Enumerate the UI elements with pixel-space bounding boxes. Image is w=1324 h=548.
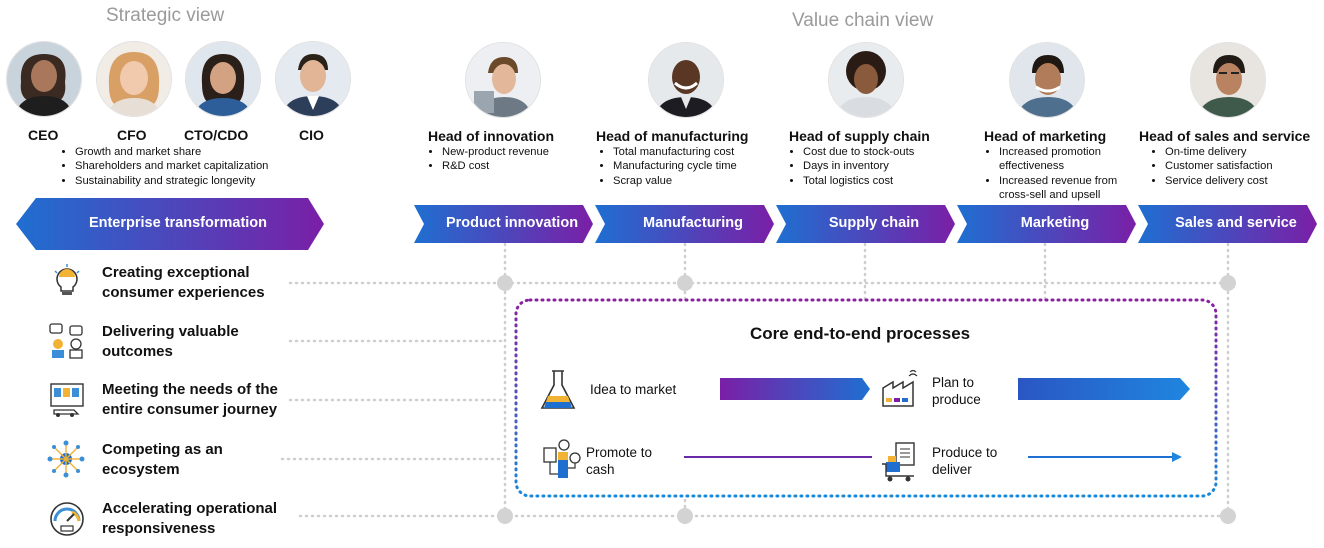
- chevron-label-manufacturing: Manufacturing: [643, 215, 743, 231]
- chevron-label-sales-and-service: Sales and service: [1175, 215, 1297, 231]
- bullet: New-product revenue: [442, 145, 592, 159]
- arrowhead-produce-to-deliver: [1172, 452, 1182, 462]
- core-processes-box: [514, 298, 1218, 498]
- avatar-cto-cdo: [185, 41, 261, 117]
- avatar-ceo: [6, 41, 82, 117]
- marketing-bullets: Increased promotion effectiveness Increa…: [983, 145, 1147, 202]
- innovation-bullets: New-product revenue R&D cost: [426, 145, 592, 174]
- bullet: Growth and market share: [75, 145, 289, 159]
- enterprise-transformation-label: Enterprise transformation: [88, 215, 268, 231]
- avatar-head-of-sales-and-service: [1190, 42, 1266, 118]
- avatar-cio: [275, 41, 351, 117]
- bullet: R&D cost: [442, 159, 592, 173]
- capability-dotted-lines: [280, 281, 1230, 518]
- avatar-head-of-marketing: [1009, 42, 1085, 118]
- delivery-cart-icon: [880, 440, 920, 484]
- core-processes-title: Core end-to-end processes: [750, 324, 971, 343]
- capability-exceptional-experiences: Creating exceptional consumer experience…: [102, 264, 265, 301]
- process-produce-to-deliver: Produce to deliver: [932, 445, 998, 477]
- role-head-of-manufacturing: Head of manufacturing: [596, 128, 749, 144]
- sales-service-bullets: On-time delivery Customer satisfaction S…: [1149, 145, 1324, 188]
- bullet: Sustainability and strategic longevity: [75, 174, 289, 188]
- role-cfo: CFO: [117, 127, 147, 143]
- chevron-label-product-innovation: Product innovation: [445, 215, 579, 231]
- chevron-sales-and-service: [1138, 205, 1317, 243]
- bullet: Total manufacturing cost: [613, 145, 783, 159]
- role-cto-cdo: CTO/CDO: [184, 127, 249, 143]
- lightbulb-icon: [48, 263, 86, 301]
- bullet: Scrap value: [613, 174, 783, 188]
- capability-operational-responsiveness: Accelerating operational responsiveness: [102, 500, 278, 537]
- role-head-of-innovation: Head of innovation: [428, 128, 554, 144]
- chevron-label-marketing: Marketing: [1020, 215, 1090, 231]
- chevron-label-supply-chain: Supply chain: [828, 215, 920, 231]
- bullet: Manufacturing cycle time: [613, 159, 783, 173]
- bullet: Total logistics cost: [803, 174, 963, 188]
- process-idea-to-market: Idea to market: [590, 382, 677, 397]
- capability-ecosystem: Competing as an ecosystem: [102, 441, 223, 478]
- avatar-cfo: [96, 41, 172, 117]
- bullet: Days in inventory: [803, 159, 963, 173]
- bullet: Cost due to stock-outs: [803, 145, 963, 159]
- process-plan-to-produce: Plan to produce: [932, 375, 981, 407]
- process-promote-to-cash: Promote to cash: [586, 445, 653, 477]
- bullet: Shareholders and market capitalization: [75, 159, 289, 173]
- role-head-of-supply-chain: Head of supply chain: [789, 128, 930, 144]
- strategic-bullets: Growth and market share Shareholders and…: [59, 145, 289, 188]
- role-head-of-sales-and-service: Head of sales and service: [1139, 128, 1311, 144]
- arrow-idea-to-plan: [720, 378, 870, 400]
- value-chain-view-title: Value chain view: [792, 10, 934, 31]
- value-chain-chevrons: [414, 205, 1317, 243]
- supply-chain-bullets: Cost due to stock-outs Days in inventory…: [787, 145, 963, 188]
- grid-nodes: [497, 275, 1236, 524]
- avatar-head-of-supply-chain: [828, 42, 904, 118]
- arrow-plan-to-produce: [1018, 378, 1190, 400]
- speedometer-icon: [48, 499, 86, 537]
- chevron-product-innovation: [414, 205, 593, 243]
- factory-icon: [880, 366, 920, 410]
- avatar-head-of-manufacturing: [648, 42, 724, 118]
- bullet: Customer satisfaction: [1165, 159, 1324, 173]
- capability-valuable-outcomes: Delivering valuable outcomes: [102, 323, 239, 360]
- role-cio: CIO: [299, 127, 324, 143]
- bullet: Increased revenue from cross-sell and up…: [999, 174, 1147, 203]
- bullet: Increased promotion effectiveness: [999, 145, 1147, 174]
- avatar-head-of-innovation: [465, 42, 541, 118]
- chevron-manufacturing: [595, 205, 774, 243]
- chevron-marketing: [957, 205, 1136, 243]
- chevron-supply-chain: [776, 205, 955, 243]
- people-outcomes-icon: [48, 322, 86, 360]
- ecosystem-network-icon: [47, 440, 85, 478]
- manufacturing-bullets: Total manufacturing cost Manufacturing c…: [597, 145, 783, 188]
- promote-cash-icon: [542, 438, 582, 482]
- role-ceo: CEO: [28, 127, 59, 143]
- store-journey-icon: [48, 380, 86, 418]
- strategic-view-title: Strategic view: [106, 5, 225, 26]
- bullet: Service delivery cost: [1165, 174, 1324, 188]
- role-head-of-marketing: Head of marketing: [984, 128, 1107, 144]
- enterprise-transformation-banner: [16, 198, 324, 250]
- bullet: On-time delivery: [1165, 145, 1324, 159]
- flask-icon: [538, 368, 578, 412]
- capability-consumer-journey: Meeting the needs of the entire consumer…: [102, 381, 278, 418]
